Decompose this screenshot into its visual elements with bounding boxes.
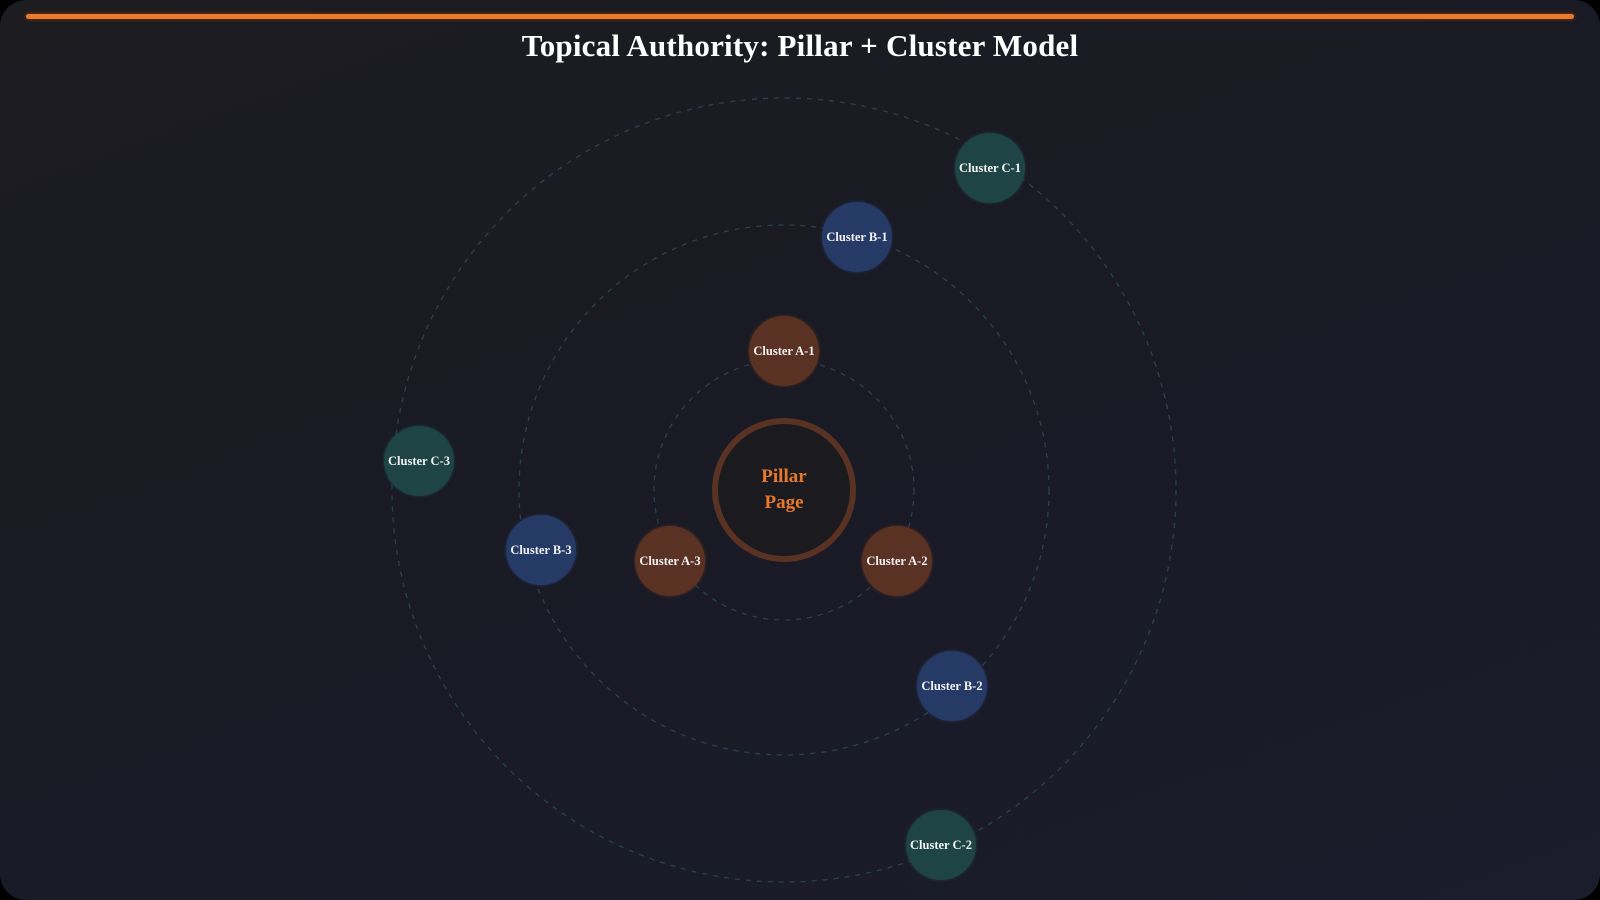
cluster-node-a-1[interactable]: Cluster A-1 xyxy=(749,316,819,386)
cluster-label: Cluster C-1 xyxy=(959,160,1021,175)
cluster-label: Cluster B-2 xyxy=(921,678,983,693)
ring-outer xyxy=(391,97,1177,883)
cluster-label: Cluster C-2 xyxy=(910,837,972,852)
accent-bar xyxy=(26,14,1574,19)
ring-middle xyxy=(518,224,1050,756)
cluster-node-a-2[interactable]: Cluster A-2 xyxy=(862,526,932,596)
pillar-label: Pillar Page xyxy=(761,464,806,516)
cluster-node-a-3[interactable]: Cluster A-3 xyxy=(635,526,705,596)
cluster-label: Cluster C-3 xyxy=(388,453,450,468)
pillar-page-node[interactable]: Pillar Page xyxy=(712,418,856,562)
cluster-node-c-1[interactable]: Cluster C-1 xyxy=(955,133,1025,203)
cluster-node-b-3[interactable]: Cluster B-3 xyxy=(506,515,576,585)
cluster-node-b-2[interactable]: Cluster B-2 xyxy=(917,651,987,721)
cluster-label: Cluster B-3 xyxy=(510,542,572,557)
cluster-label: Cluster A-3 xyxy=(639,553,701,568)
ring-inner xyxy=(653,359,915,621)
page-title: Topical Authority: Pillar + Cluster Mode… xyxy=(521,28,1079,63)
cluster-node-c-2[interactable]: Cluster C-2 xyxy=(906,810,976,880)
pillar-label-line1: Pillar xyxy=(761,466,807,487)
cluster-label: Cluster A-2 xyxy=(866,553,928,568)
cluster-node-b-1[interactable]: Cluster B-1 xyxy=(822,202,892,272)
cluster-label: Cluster A-1 xyxy=(753,343,815,358)
pillar-label-line2: Page xyxy=(764,492,804,513)
cluster-node-c-3[interactable]: Cluster C-3 xyxy=(384,426,454,496)
cluster-label: Cluster B-1 xyxy=(826,229,888,244)
